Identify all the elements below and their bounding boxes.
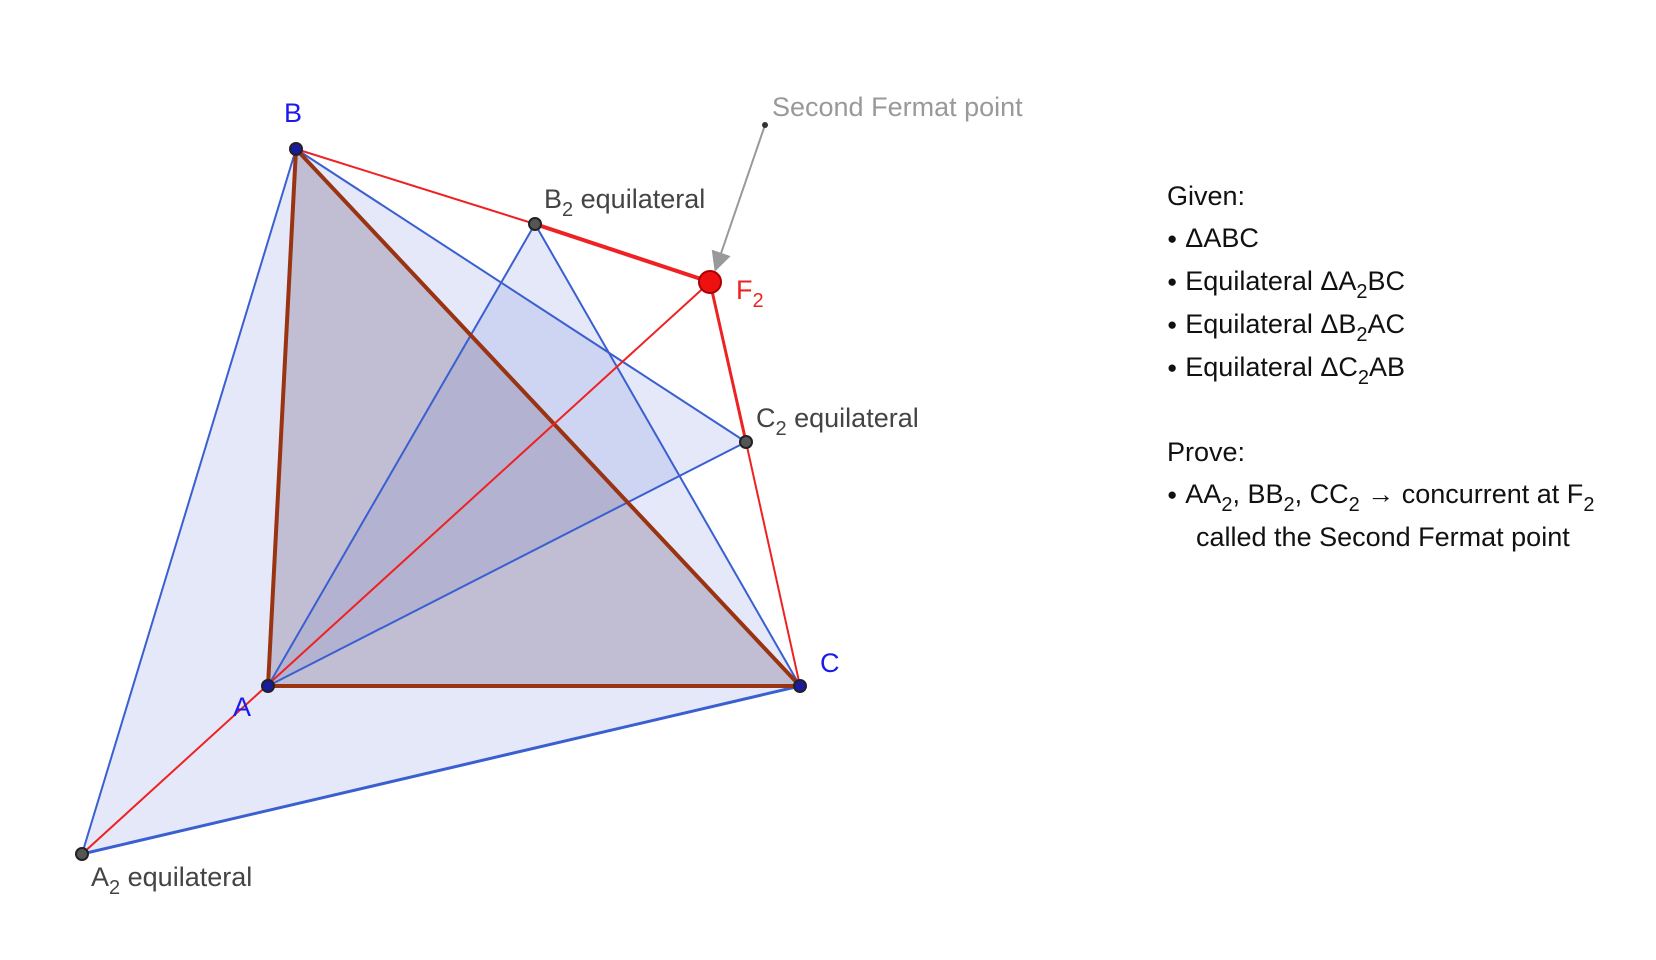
line-c2-c [745, 441, 801, 687]
given-item: Equilateral ΔA2BC [1167, 260, 1594, 303]
point-f2[interactable] [698, 270, 722, 294]
triangle-abc-fill [268, 149, 800, 686]
point-c2[interactable] [739, 435, 753, 449]
line-f2-c2 [708, 281, 748, 443]
given-item: Equilateral ΔB2AC [1167, 303, 1594, 346]
label-a2-equilateral: A2 equilateral [91, 862, 253, 899]
label-c2-equilateral: C2 equilateral [756, 403, 919, 440]
line-b2-f2 [534, 222, 711, 284]
point-a2[interactable] [75, 847, 89, 861]
prove-item: AA2, BB2, CC2 → concurrent at F2 [1167, 473, 1594, 516]
line-b-b2 [295, 148, 536, 225]
label-b2-equilateral: B2 equilateral [544, 184, 706, 221]
label-second-fermat-point: Second Fermat point [772, 92, 1023, 122]
given-prove-panel: Given: ΔABC Equilateral ΔA2BC Equilatera… [1167, 175, 1594, 558]
prove-item-continuation: called the Second Fermat point [1196, 522, 1570, 552]
edge-b2-c [534, 223, 801, 687]
label-f2: F2 [736, 275, 764, 312]
triangle-abc-edges [265, 144, 805, 688]
triangle-b2ac-fill [268, 224, 800, 686]
edge-c2-b [295, 148, 747, 443]
given-heading: Given: [1167, 181, 1246, 211]
given-item: Equilateral ΔC2AB [1167, 346, 1594, 389]
prove-heading: Prove: [1167, 437, 1246, 467]
edge-b2-a [267, 223, 536, 687]
triangle-a2bc-fill [82, 149, 800, 854]
triangle-a2bc-edges [81, 148, 297, 855]
label-a: A [233, 692, 252, 722]
point-b2[interactable] [528, 217, 542, 231]
point-b[interactable] [289, 142, 303, 156]
line-a2-f2 [81, 281, 711, 855]
edge-c2-a [267, 441, 747, 687]
label-c: C [820, 648, 840, 678]
point-c[interactable] [793, 679, 807, 693]
triangle-c2ab-fill [268, 149, 746, 686]
edge-a2-c [81, 684, 801, 856]
callout-anchor [762, 122, 768, 128]
callout-arrow [711, 124, 766, 272]
label-b: B [284, 98, 303, 128]
given-item: ΔABC [1167, 217, 1594, 260]
point-a[interactable] [261, 679, 275, 693]
